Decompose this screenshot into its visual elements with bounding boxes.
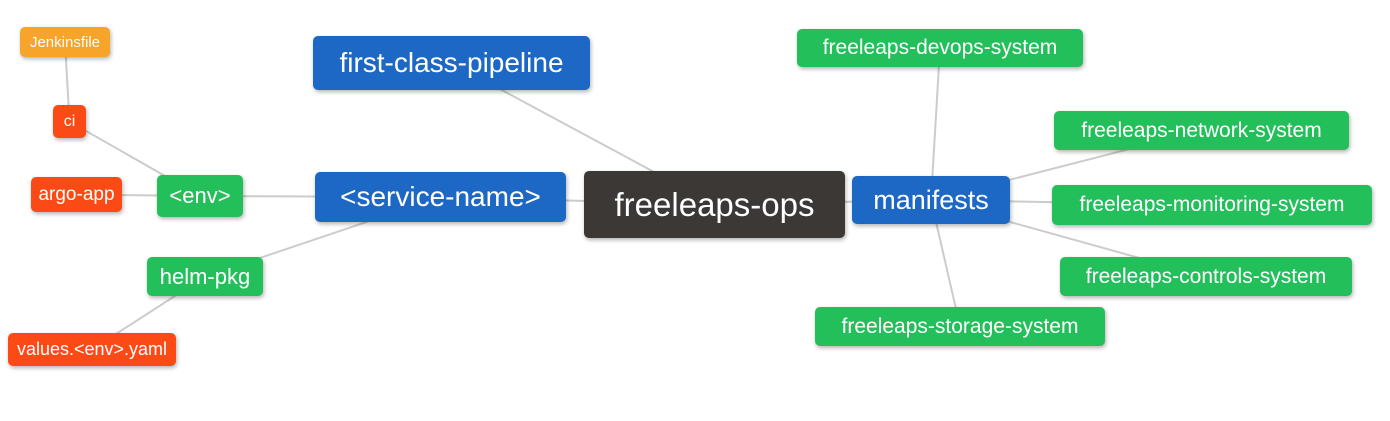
node-helm-pkg[interactable]: helm-pkg [147, 257, 263, 296]
node-env[interactable]: <env> [157, 175, 243, 217]
node-network-system[interactable]: freeleaps-network-system [1054, 111, 1349, 150]
node-ci[interactable]: ci [53, 105, 86, 138]
edge-manifests-devops-system [930, 47, 941, 201]
node-devops-system[interactable]: freeleaps-devops-system [797, 29, 1083, 67]
node-freeleaps-ops[interactable]: freeleaps-ops [584, 171, 845, 238]
node-controls-system[interactable]: freeleaps-controls-system [1060, 257, 1352, 296]
node-argo-app[interactable]: argo-app [31, 177, 122, 212]
node-jenkinsfile[interactable]: Jenkinsfile [20, 27, 110, 57]
node-storage-system[interactable]: freeleaps-storage-system [815, 307, 1105, 346]
node-first-class-pipeline[interactable]: first-class-pipeline [313, 36, 590, 90]
node-values-env-yaml[interactable]: values.<env>.yaml [8, 333, 176, 366]
node-manifests[interactable]: manifests [852, 176, 1010, 224]
node-service-name[interactable]: <service-name> [315, 172, 566, 222]
node-monitoring-system[interactable]: freeleaps-monitoring-system [1052, 185, 1372, 225]
